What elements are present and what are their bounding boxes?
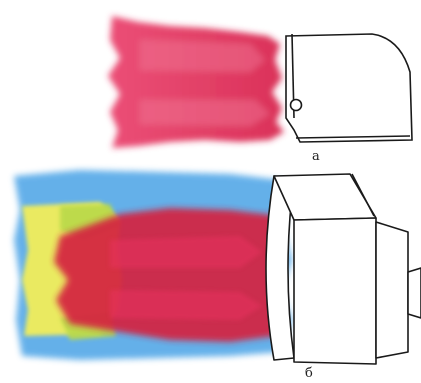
nozzle-b <box>266 174 421 364</box>
flame-b-red-zone <box>54 208 282 342</box>
flame-a <box>108 16 284 148</box>
nozzle-a <box>286 34 412 142</box>
figure-label-b: б <box>305 367 313 380</box>
figure-b <box>14 170 421 364</box>
figure-a <box>108 16 412 148</box>
figure-label-a: а <box>312 150 320 163</box>
flame-b <box>14 170 292 360</box>
